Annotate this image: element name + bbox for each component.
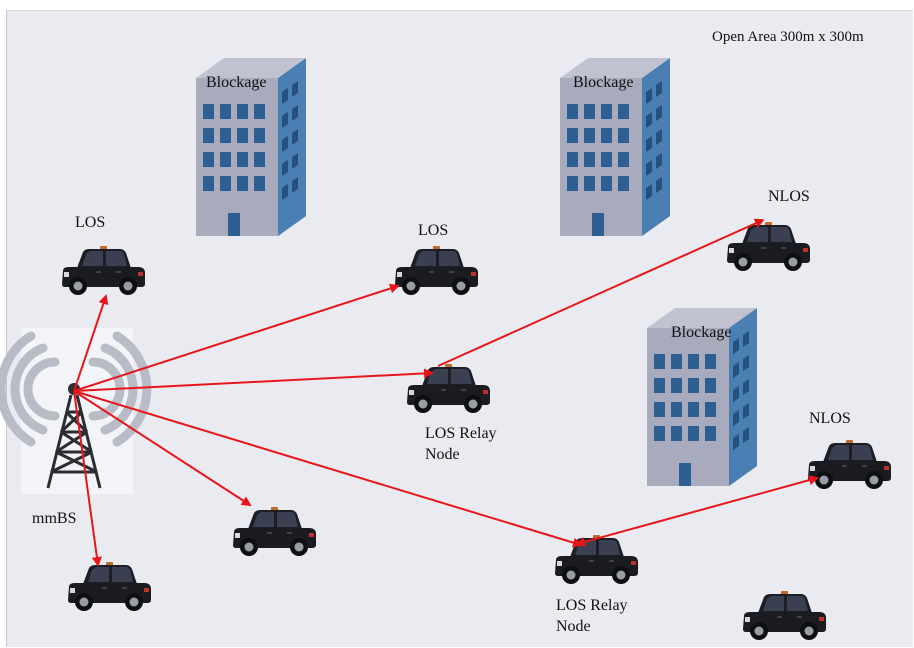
blockage-label: Blockage	[671, 324, 732, 341]
base-station-label: mmBS	[32, 510, 77, 527]
car-icon	[394, 246, 479, 296]
arrow	[437, 218, 765, 367]
relay-node-label-line2: Node	[425, 446, 460, 463]
blockage-label: Blockage	[206, 74, 267, 91]
area-label: Open Area 300m x 300m	[712, 29, 864, 45]
arrow	[73, 390, 583, 548]
arrow	[73, 390, 102, 567]
nlos-label: NLOS	[809, 410, 851, 427]
relay-node-label: LOS Relay Node	[556, 595, 628, 637]
los-label: LOS	[418, 222, 449, 239]
arrow	[73, 283, 400, 392]
relay-node-label-line1: LOS Relay	[425, 425, 497, 442]
tower-icon	[0, 328, 152, 494]
los-label: LOS	[75, 214, 106, 231]
relay-node-label-line1: LOS Relay	[556, 597, 628, 614]
arrow	[73, 294, 109, 392]
arrow	[73, 390, 252, 507]
car-icon	[742, 591, 827, 641]
car-icon	[232, 507, 317, 557]
relay-node-label: LOS Relay Node	[425, 423, 497, 465]
car-icon	[67, 562, 152, 612]
car-icon	[406, 364, 491, 414]
car-icon	[61, 246, 146, 296]
arrow	[575, 475, 819, 547]
car-icon	[807, 440, 892, 490]
car-icon	[554, 535, 639, 585]
blockage-label: Blockage	[573, 74, 634, 91]
nlos-label: NLOS	[768, 188, 810, 205]
arrow	[73, 368, 434, 392]
relay-node-label-line2: Node	[556, 618, 591, 635]
car-icon	[726, 222, 811, 272]
